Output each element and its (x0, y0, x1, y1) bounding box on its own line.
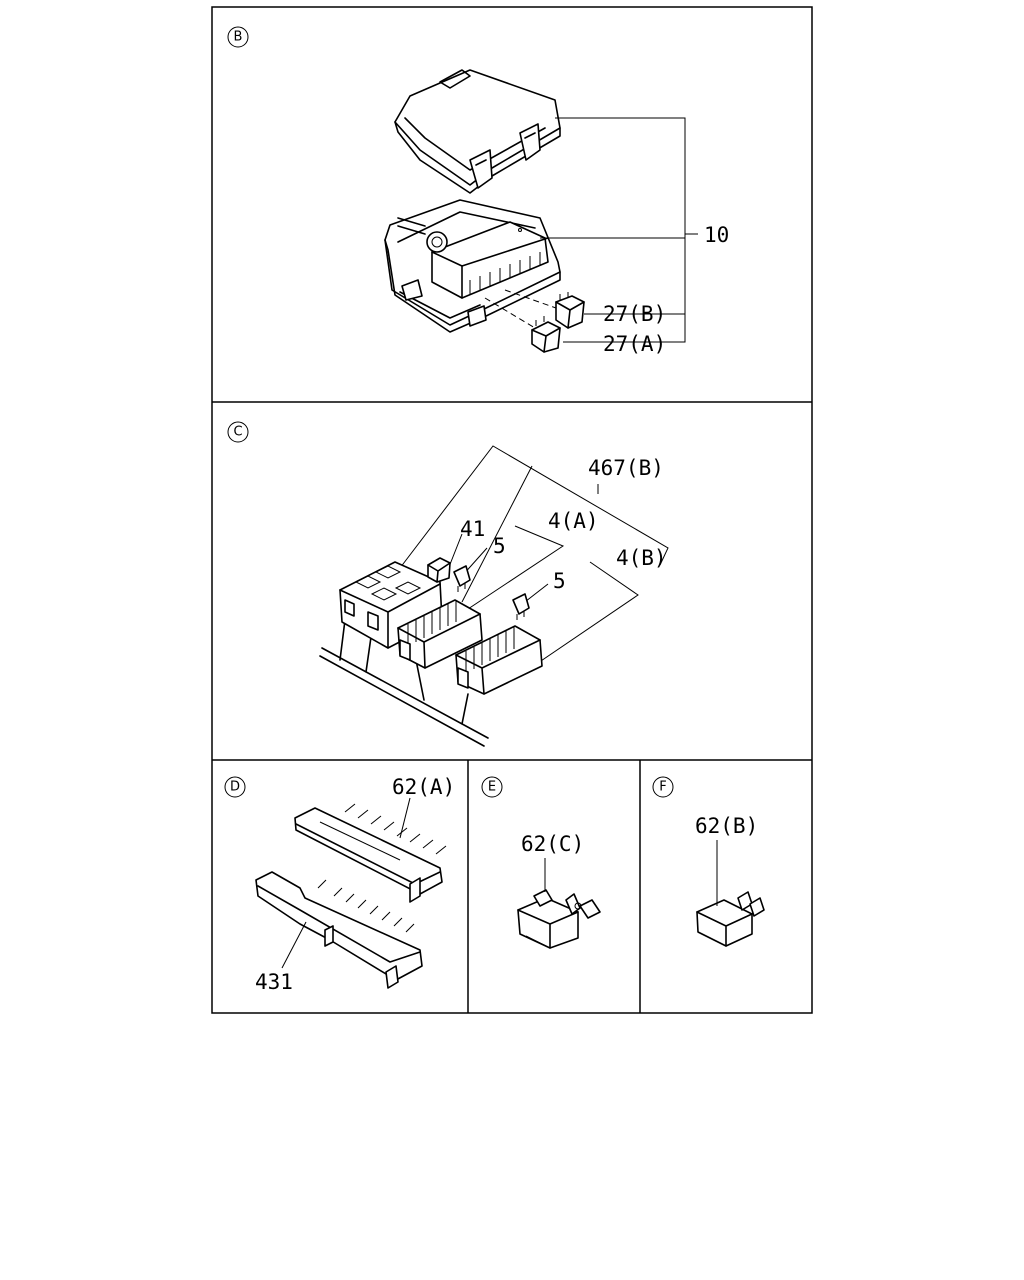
callout-62a: 62(A) (392, 775, 455, 799)
fuse-27b (555, 292, 585, 329)
callout-431: 431 (255, 970, 293, 994)
callout-27b: 27(B) (603, 302, 666, 326)
fuse-block-4a (397, 599, 483, 669)
callout-27a: 27(A) (603, 332, 666, 356)
terminal-strip-62a (294, 803, 447, 903)
panel-e-marker: E (481, 776, 503, 798)
panel-e-letter: E (488, 780, 496, 795)
callout-5-lower: 5 (553, 569, 566, 593)
panel-f-letter: F (659, 780, 666, 795)
fuse-block-4b (455, 625, 543, 695)
fuse-box-base (384, 199, 561, 333)
panel-d: D 62(A) 431 (224, 775, 455, 994)
panel-c-marker: C (227, 421, 249, 443)
callout-467b: 467(B) (588, 456, 664, 480)
panel-c-letter: C (233, 425, 242, 440)
callout-4a: 4(A) (548, 509, 599, 533)
leader-431 (281, 921, 307, 969)
fuse-62c (517, 889, 601, 949)
fuse-27a (531, 316, 561, 353)
leader-467b (399, 445, 669, 603)
callout-10: 10 (704, 223, 729, 247)
panel-f-marker: F (652, 776, 674, 798)
panel-c: C (227, 421, 669, 747)
panel-d-letter: D (230, 780, 240, 795)
leader-62a (399, 797, 411, 839)
callout-62c: 62(C) (521, 832, 584, 856)
panel-b-letter: B (234, 30, 243, 45)
leader-10 (540, 117, 698, 343)
fuse-5-lower (512, 593, 530, 620)
terminal-strip-431 (255, 871, 423, 989)
callout-62b: 62(B) (695, 814, 758, 838)
diagram-frame (211, 6, 813, 1014)
fuse-5-upper (453, 565, 471, 592)
callout-4b: 4(B) (616, 546, 667, 570)
panel-f: F 62(B) (652, 776, 765, 947)
callout-41: 41 (460, 517, 485, 541)
fuse-box-cover (394, 69, 561, 194)
wire-harness (319, 611, 489, 747)
panel-e: E 62(C) (481, 776, 601, 949)
callout-5-upper: 5 (493, 534, 506, 558)
fuse-62b (696, 891, 765, 947)
panel-b: B (227, 26, 729, 356)
panel-d-marker: D (224, 776, 246, 798)
fuse-41 (427, 557, 451, 583)
panel-b-marker: B (227, 26, 249, 48)
